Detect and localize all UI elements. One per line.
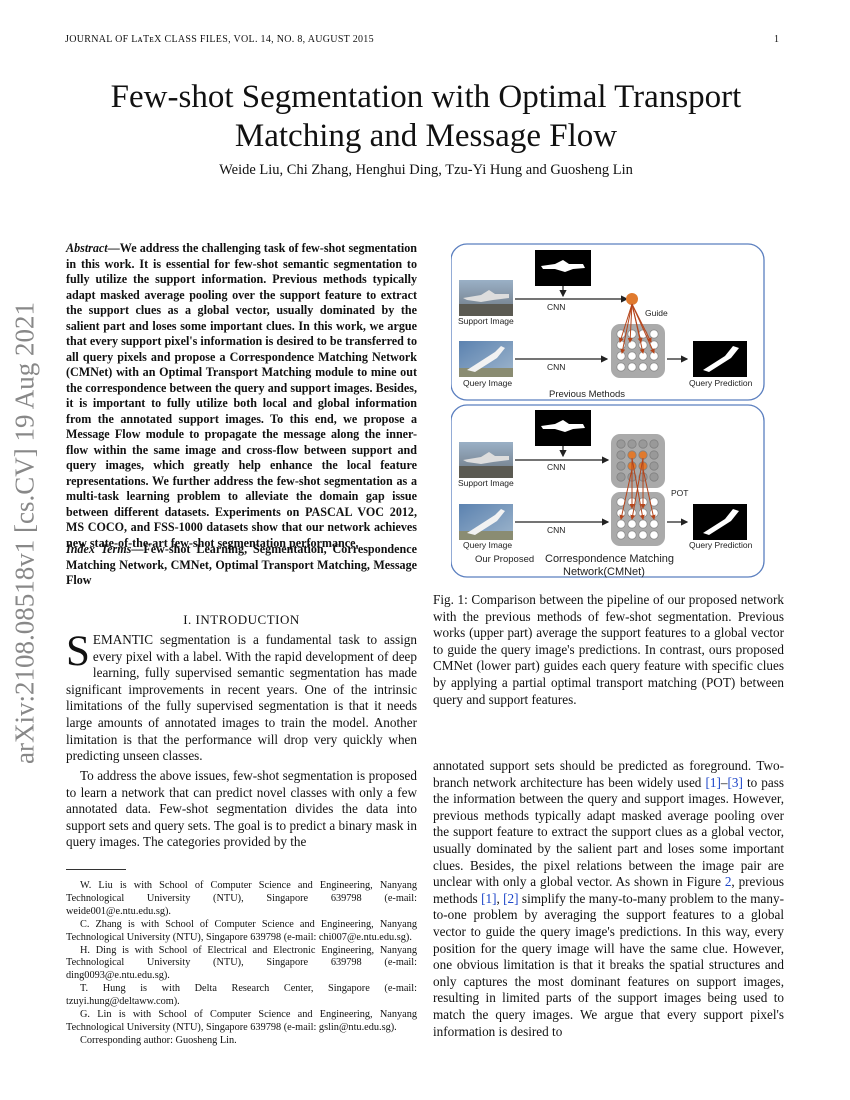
query-image-label: Query Image (463, 378, 512, 388)
body-text: , (496, 890, 504, 906)
paper-title: Few-shot Segmentation with Optimal Trans… (60, 78, 792, 156)
figure-caption: Fig. 1: Comparison between the pipeline … (433, 592, 784, 707)
figure-1-diagram: Support Image Query Image CNN Guide CNN (451, 243, 765, 578)
arxiv-stamp-text: arXiv:2108.08518v1 [cs.CV] 19 Aug 2021 (9, 302, 40, 764)
cnn-label: CNN (547, 362, 565, 372)
running-header: JOURNAL OF LᴀTᴇX CLASS FILES, VOL. 14, N… (65, 34, 374, 45)
query-feature-grid (611, 492, 665, 546)
citation-link[interactable]: [1] (481, 890, 497, 906)
footnote: Corresponding author: Guosheng Lin. (80, 1034, 237, 1046)
citation-link[interactable]: [1] (705, 774, 721, 790)
cmnet-title-line-2: Network(CMNet) (563, 566, 645, 578)
body-text: annotated support sets should be predict… (433, 758, 784, 790)
support-feature-grid (611, 434, 665, 488)
cnn-label: CNN (547, 525, 565, 535)
figure-link[interactable]: 2 (724, 874, 732, 890)
body-text: , previous methods (433, 874, 784, 906)
drop-cap: S (66, 628, 90, 675)
intro-p1-text: EMANTIC segmentation is a fundamental ta… (66, 632, 417, 764)
index-terms-label: Index Terms (66, 542, 132, 556)
pot-arrows (619, 457, 656, 520)
page-number: 1 (774, 34, 779, 45)
right-column-text: annotated support sets should be predict… (433, 758, 784, 1040)
our-proposed-label: Our Proposed (475, 554, 534, 565)
footnote: C. Zhang is with School of Computer Scie… (66, 918, 417, 943)
pot-label: POT (671, 488, 688, 498)
footnote: W. Liu is with School of Computer Scienc… (66, 880, 417, 917)
title-line-2: Matching and Message Flow (234, 118, 618, 154)
global-vector-node (626, 293, 638, 305)
footnote-rule (66, 869, 126, 870)
abstract: Abstract—We address the challenging task… (66, 241, 417, 551)
cmnet-title-line-1: Correspondence Matching (545, 553, 674, 565)
intro-paragraph-2: To address the above issues, few-shot se… (66, 768, 417, 850)
arxiv-stamp: arXiv:2108.08518v1 [cs.CV] 19 Aug 2021 (0, 283, 50, 783)
abstract-label: Abstract (66, 241, 108, 255)
body-text: – (720, 774, 728, 790)
section-title: I. INTRODUCTION (183, 612, 300, 627)
body-text: simplify the many-to-many problem to the… (433, 890, 784, 1039)
citation-link[interactable]: [2] (503, 890, 519, 906)
query-prediction-label: Query Prediction (689, 540, 753, 550)
previous-methods-title: Previous Methods (549, 389, 625, 400)
author-list: Weide Liu, Chi Zhang, Henghui Ding, Tzu-… (219, 162, 633, 178)
cmnet-panel (451, 404, 765, 578)
support-image-label: Support Image (458, 478, 514, 488)
guide-arrows (618, 303, 655, 354)
abstract-text: —We address the challenging task of few-… (66, 241, 417, 550)
title-line-1: Few-shot Segmentation with Optimal Trans… (110, 79, 742, 115)
index-terms: Index Terms—Few-shot Learning, Segmentat… (66, 542, 417, 589)
figure-1: Support Image Query Image CNN Guide CNN (451, 242, 767, 580)
footnote: H. Ding is with School of Electrical and… (66, 944, 417, 982)
index-terms-text: —Few-shot Learning, Segmentation, Corres… (66, 542, 417, 587)
query-feature-grid (611, 324, 665, 378)
footnote: T. Hung is with Delta Research Center, S… (66, 983, 417, 1008)
support-image (459, 280, 513, 316)
query-prediction-label: Query Prediction (689, 378, 753, 388)
cnn-label: CNN (547, 462, 565, 472)
citation-link[interactable]: [3] (727, 774, 743, 790)
footnotes: W. Liu is with School of Computer Scienc… (66, 880, 417, 1048)
query-prediction-image (693, 504, 747, 540)
support-image (459, 442, 513, 478)
footnote: G. Lin is with School of Computer Scienc… (66, 1009, 417, 1033)
support-image-label: Support Image (458, 316, 514, 326)
query-image-label: Query Image (463, 540, 512, 550)
cnn-label: CNN (547, 302, 565, 312)
query-image (459, 341, 513, 377)
guide-label: Guide (645, 308, 668, 318)
query-prediction-image (693, 341, 747, 377)
body-text: to pass the information between the quer… (433, 774, 785, 890)
query-image (459, 504, 513, 540)
